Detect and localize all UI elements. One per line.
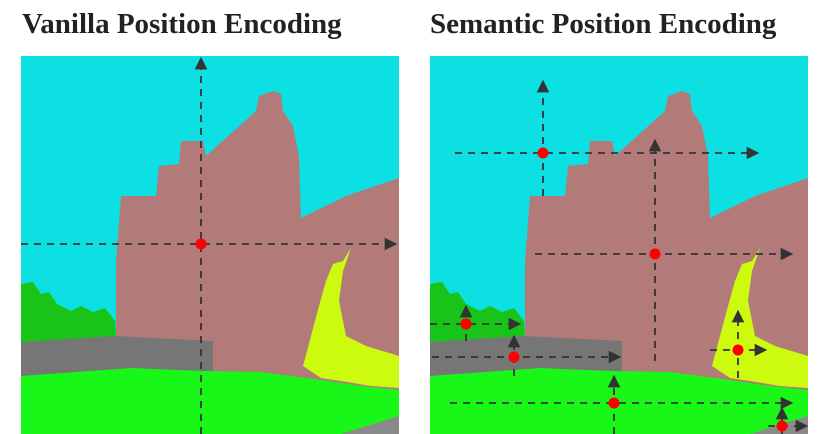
segmentation-regions	[21, 56, 399, 434]
vanilla-segmentation-map	[21, 56, 399, 434]
path-region	[341, 416, 399, 434]
tree-origin-point	[460, 318, 472, 330]
grass-origin-point	[608, 397, 620, 409]
semantic-segmentation-map	[430, 56, 808, 434]
vanilla-origin-point	[195, 238, 207, 250]
sky-origin-point	[537, 147, 549, 159]
segmentation-regions-right	[430, 56, 808, 434]
plant-region	[303, 248, 399, 388]
semantic-origin-points	[460, 147, 788, 432]
vanilla-panel	[21, 56, 399, 434]
plant-origin-point	[732, 344, 744, 356]
semantic-title: Semantic Position Encoding	[430, 8, 777, 40]
semantic-panel	[430, 56, 808, 434]
building-origin-point	[649, 248, 661, 260]
wall-origin-point	[508, 351, 520, 363]
path-origin-point	[776, 420, 788, 432]
vanilla-title: Vanilla Position Encoding	[22, 8, 342, 40]
grass-region	[21, 368, 399, 434]
